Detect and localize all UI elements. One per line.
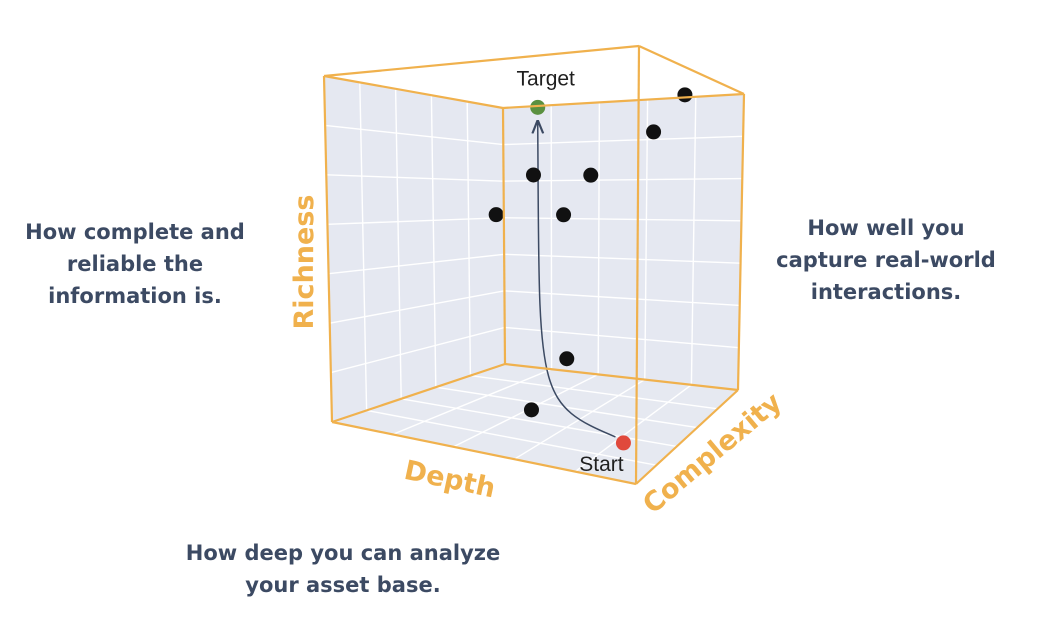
grid-line <box>325 124 504 146</box>
grid-line <box>644 99 649 380</box>
box-edge <box>331 362 506 424</box>
box-edge <box>322 75 334 423</box>
data-point-3 <box>525 167 541 183</box>
box-edge <box>502 92 745 110</box>
box-edge <box>638 44 745 96</box>
grid-line <box>503 177 743 182</box>
grid-line <box>327 217 504 225</box>
complexity-description: How well you capture real-world interact… <box>776 216 996 304</box>
richness-description: How complete and reliable the informatio… <box>25 220 245 308</box>
grid-line <box>359 82 368 411</box>
box-edge <box>501 107 507 365</box>
grid-line <box>574 384 692 473</box>
grid-line <box>366 409 657 466</box>
chart-grid <box>325 82 744 473</box>
data-point-4 <box>556 207 572 223</box>
richness-axis-label: Richness <box>289 195 320 330</box>
side-wall-pane <box>503 94 744 390</box>
back-wall-pane <box>324 76 505 422</box>
grid-line <box>329 290 505 324</box>
grid-line <box>394 88 402 399</box>
box-edge <box>504 362 739 392</box>
grid-line <box>328 253 505 275</box>
data-point-6 <box>646 124 662 140</box>
grid-line <box>466 101 472 376</box>
start-label: Start <box>579 453 624 476</box>
grid-line <box>470 374 718 410</box>
start-point <box>615 435 631 451</box>
depth-axis-label: Depth <box>401 455 498 504</box>
box-edge <box>331 420 637 486</box>
data-point-7 <box>677 87 693 103</box>
grid-line <box>597 102 601 375</box>
box-edge <box>736 93 746 391</box>
grid-line <box>430 95 437 388</box>
grid-line <box>326 174 504 182</box>
data-point-5 <box>583 167 599 183</box>
grid-line <box>504 253 741 264</box>
data-point-8 <box>559 351 575 367</box>
box-edge <box>634 45 641 485</box>
box-edge <box>635 389 739 485</box>
grid-line <box>435 386 698 429</box>
data-point-2 <box>488 207 504 223</box>
target-point <box>530 99 546 115</box>
grid-line <box>392 368 552 436</box>
grid-line <box>330 326 505 374</box>
grid-line <box>401 398 677 448</box>
data-point-9 <box>523 402 539 418</box>
grid-line <box>504 326 739 349</box>
grid-line <box>503 217 742 222</box>
data-points: Start Target <box>488 67 693 476</box>
grid-line <box>503 135 744 146</box>
depth-description: How deep you can analyze your asset base… <box>185 541 501 597</box>
grid-line <box>690 96 697 385</box>
grid-line <box>504 290 740 307</box>
box-edge <box>323 44 640 78</box>
chart-panes <box>324 76 744 484</box>
box-edges <box>322 44 746 486</box>
box-edge <box>323 74 504 110</box>
target-label: Target <box>517 67 576 90</box>
